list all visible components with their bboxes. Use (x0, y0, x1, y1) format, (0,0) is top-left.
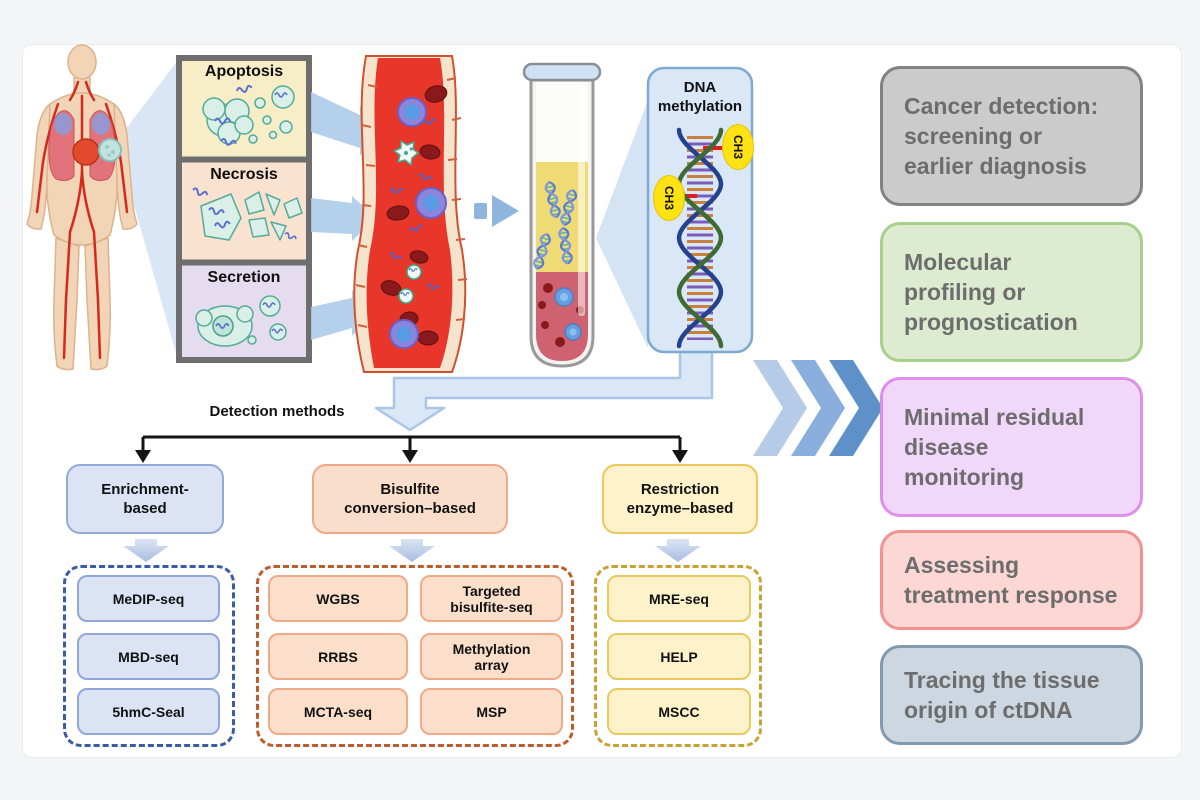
secretion-cell (195, 295, 287, 347)
method-mbd-seq: MBD-seq (77, 633, 220, 680)
heart (72, 138, 100, 166)
restriction-methods-group (594, 565, 762, 747)
application-tissue-origin: Tracing the tissue origin of ctDNA (880, 645, 1143, 745)
bisulfite-methods-group (256, 565, 574, 747)
vessel-wall-segments (355, 77, 468, 328)
tube-to-dna-beam (596, 100, 648, 348)
body-to-panels-beam (116, 60, 178, 360)
enrichment-methods-group (63, 565, 235, 747)
method-5hmc-seal: 5hmC-Seal (77, 688, 220, 735)
method-mcta-seq: MCTA-seq (268, 688, 408, 735)
category-bisulfite-conversion-based: Bisulfite conversion–based (312, 464, 508, 534)
category-down-arrows (123, 539, 701, 562)
application-molecular-profiling: Molecular profiling or prognostication (880, 222, 1143, 362)
tumor (98, 138, 122, 162)
apoptosis-cells (202, 84, 295, 148)
applications-chevrons (753, 360, 883, 456)
method-wgbs: WGBS (268, 575, 408, 622)
necrosis-fragments (191, 186, 303, 242)
necrosis-panel-title: Necrosis (210, 166, 278, 183)
dna-to-detection-pipe (374, 350, 714, 432)
arteries (35, 80, 129, 360)
detection-methods-label: Detection methods (209, 403, 345, 420)
human-figure (26, 44, 138, 371)
method-targeted-bisulfite-seq: Targeted bisulfite-seq (420, 575, 563, 622)
detection-tree (135, 435, 688, 463)
method-medip-seq: MeDIP-seq (77, 575, 220, 622)
category-enrichment-based: Enrichment- based (66, 464, 224, 534)
tube-cap (522, 62, 602, 82)
white-blood-cells (389, 97, 447, 349)
application-treatment-response: Assessing treatment response (880, 530, 1143, 630)
dna-methylation-title: DNA methylation (657, 79, 743, 115)
apoptosis-panel-title: Apoptosis (204, 63, 284, 80)
lungs (48, 110, 116, 181)
blood-vessel-illustration (353, 55, 468, 373)
ch3-tag-lower: CH3 (653, 175, 685, 221)
method-mre-seq: MRE-seq (607, 575, 751, 622)
method-mscc: MSCC (607, 688, 751, 735)
vessel-to-tube-arrow (474, 195, 519, 227)
test-tube-illustration (522, 62, 602, 368)
red-blood-cells (380, 85, 448, 346)
application-mrd-monitoring: Minimal residual disease monitoring (880, 377, 1143, 517)
apoptotic-cell (393, 140, 419, 166)
category-restriction-enzyme-based: Restriction enzyme–based (602, 464, 758, 534)
method-methylation-array: Methylation array (420, 633, 563, 680)
method-help: HELP (607, 633, 751, 680)
method-rrbs: RRBS (268, 633, 408, 680)
release-panels-illustration (176, 55, 312, 363)
secretion-panel-title: Secretion (207, 269, 281, 286)
ch3-tag-upper: CH3 (722, 124, 754, 170)
method-msp: MSP (420, 688, 563, 735)
application-cancer-detection: Cancer detection: screening or earlier d… (880, 66, 1143, 206)
